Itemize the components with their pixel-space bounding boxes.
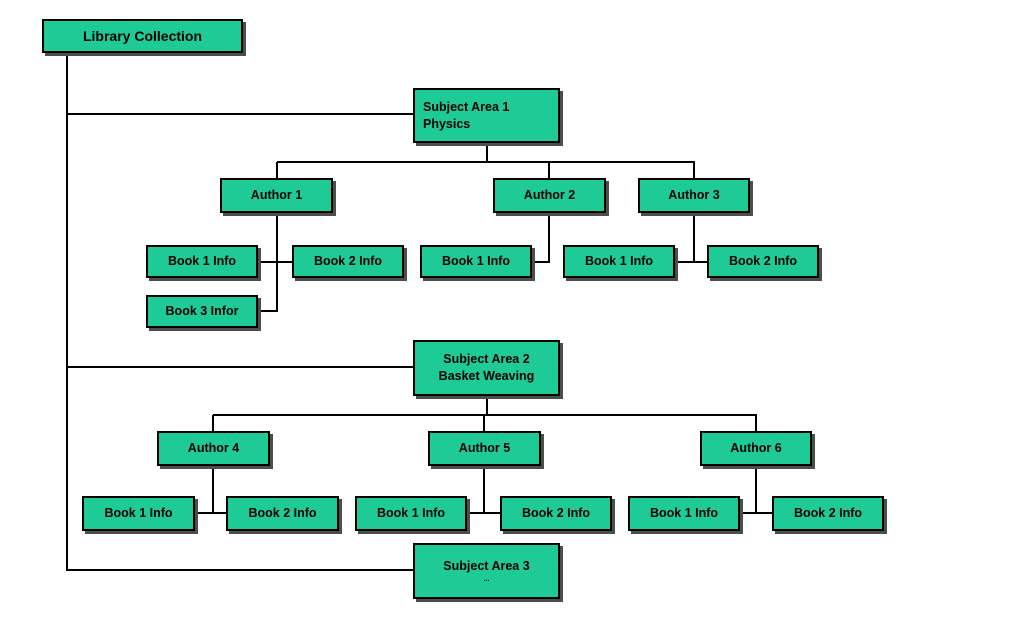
node-author-2: Author 2 — [493, 178, 606, 213]
connector-author-2-top — [548, 162, 550, 178]
node-label: Book 1 Info — [441, 254, 511, 268]
connector-author-5-stem — [483, 466, 485, 514]
node-label: Book 1 Info — [376, 506, 446, 520]
connector-author-5-books-row — [467, 512, 500, 514]
node-subject-area-2: Subject Area 2 Basket Weaving — [413, 340, 560, 396]
node-library-collection: Library Collection — [42, 19, 243, 53]
node-label: Book 2 Info — [521, 506, 591, 520]
node-label: Book 2 Info — [313, 254, 383, 268]
node-author-5-book-1: Book 1 Info — [355, 496, 467, 531]
node-author-6-book-1: Book 1 Info — [628, 496, 740, 531]
node-author-1-book-2: Book 2 Info — [292, 245, 404, 278]
node-sublabel: ... — [483, 575, 490, 583]
node-label: Subject Area 1 — [423, 99, 510, 114]
node-sublabel: Physics — [423, 116, 471, 131]
node-label: Book 1 Info — [104, 506, 173, 520]
connector-author-4-books-row — [195, 512, 226, 514]
node-label: Book 2 Info — [248, 506, 317, 520]
connector-author-3-stem — [693, 213, 695, 263]
connector-subject-1-bus — [277, 161, 695, 163]
node-subject-area-1: Subject Area 1 Physics — [413, 88, 560, 143]
node-author-1-book-1: Book 1 Info — [146, 245, 258, 278]
node-author-1-book-3: Book 3 Infor — [146, 295, 258, 328]
node-label: Author 5 — [458, 441, 511, 455]
node-author-5: Author 5 — [428, 431, 541, 466]
node-author-6: Author 6 — [700, 431, 812, 466]
connector-subject-1-drop — [486, 143, 488, 163]
node-author-4-book-1: Book 1 Info — [82, 496, 195, 531]
connector-author-1-book-3-link — [258, 310, 277, 312]
node-label: Book 2 Info — [793, 506, 863, 520]
connector-author-6-top — [755, 415, 757, 431]
node-label: Library Collection — [82, 27, 203, 44]
connector-branch-subject-1 — [67, 113, 413, 115]
node-label: Book 1 Info — [649, 506, 719, 520]
node-label: Author 6 — [730, 441, 782, 455]
node-label: Book 1 Info — [584, 254, 654, 268]
connector-author-2-book-1-link — [532, 261, 550, 263]
node-label: Book 3 Infor — [165, 304, 239, 318]
connector-trunk-vertical — [66, 53, 68, 571]
connector-author-4-top — [212, 415, 214, 431]
node-label: Author 2 — [523, 188, 576, 202]
connector-author-3-books-row — [675, 261, 707, 263]
connector-author-3-top — [693, 162, 695, 178]
connector-subject-2-bus — [213, 414, 757, 416]
node-author-4-book-2: Book 2 Info — [226, 496, 339, 531]
node-subject-area-3: Subject Area 3... — [413, 543, 560, 599]
node-label: Author 4 — [187, 441, 240, 455]
node-author-5-book-2: Book 2 Info — [500, 496, 612, 531]
connector-author-5-top — [483, 415, 485, 431]
node-author-1: Author 1 — [220, 178, 333, 213]
node-author-2-book-1: Book 1 Info — [420, 245, 532, 278]
node-label: Subject Area 2 — [443, 352, 530, 366]
connector-author-2-stem — [548, 213, 550, 263]
node-author-4: Author 4 — [157, 431, 270, 466]
node-author-3: Author 3 — [638, 178, 750, 213]
node-author-6-book-2: Book 2 Info — [772, 496, 884, 531]
node-author-3-book-1: Book 1 Info — [563, 245, 675, 278]
node-label: Author 3 — [668, 188, 720, 202]
connector-author-1-top — [276, 162, 278, 178]
connector-author-4-stem — [212, 466, 214, 514]
connector-branch-subject-3 — [67, 569, 413, 571]
connector-subject-2-drop — [486, 396, 488, 416]
connector-author-1-books-row — [258, 261, 292, 263]
node-label: Author 1 — [250, 188, 303, 202]
connector-author-6-stem — [755, 466, 757, 514]
node-label: Subject Area 3 — [443, 558, 530, 573]
node-label: Book 1 Info — [167, 254, 237, 268]
connector-author-6-books-row — [740, 512, 772, 514]
node-author-3-book-2: Book 2 Info — [707, 245, 819, 278]
node-label: Book 2 Info — [728, 254, 798, 268]
connector-branch-subject-2 — [67, 366, 413, 368]
node-sublabel: Basket Weaving — [438, 369, 535, 383]
